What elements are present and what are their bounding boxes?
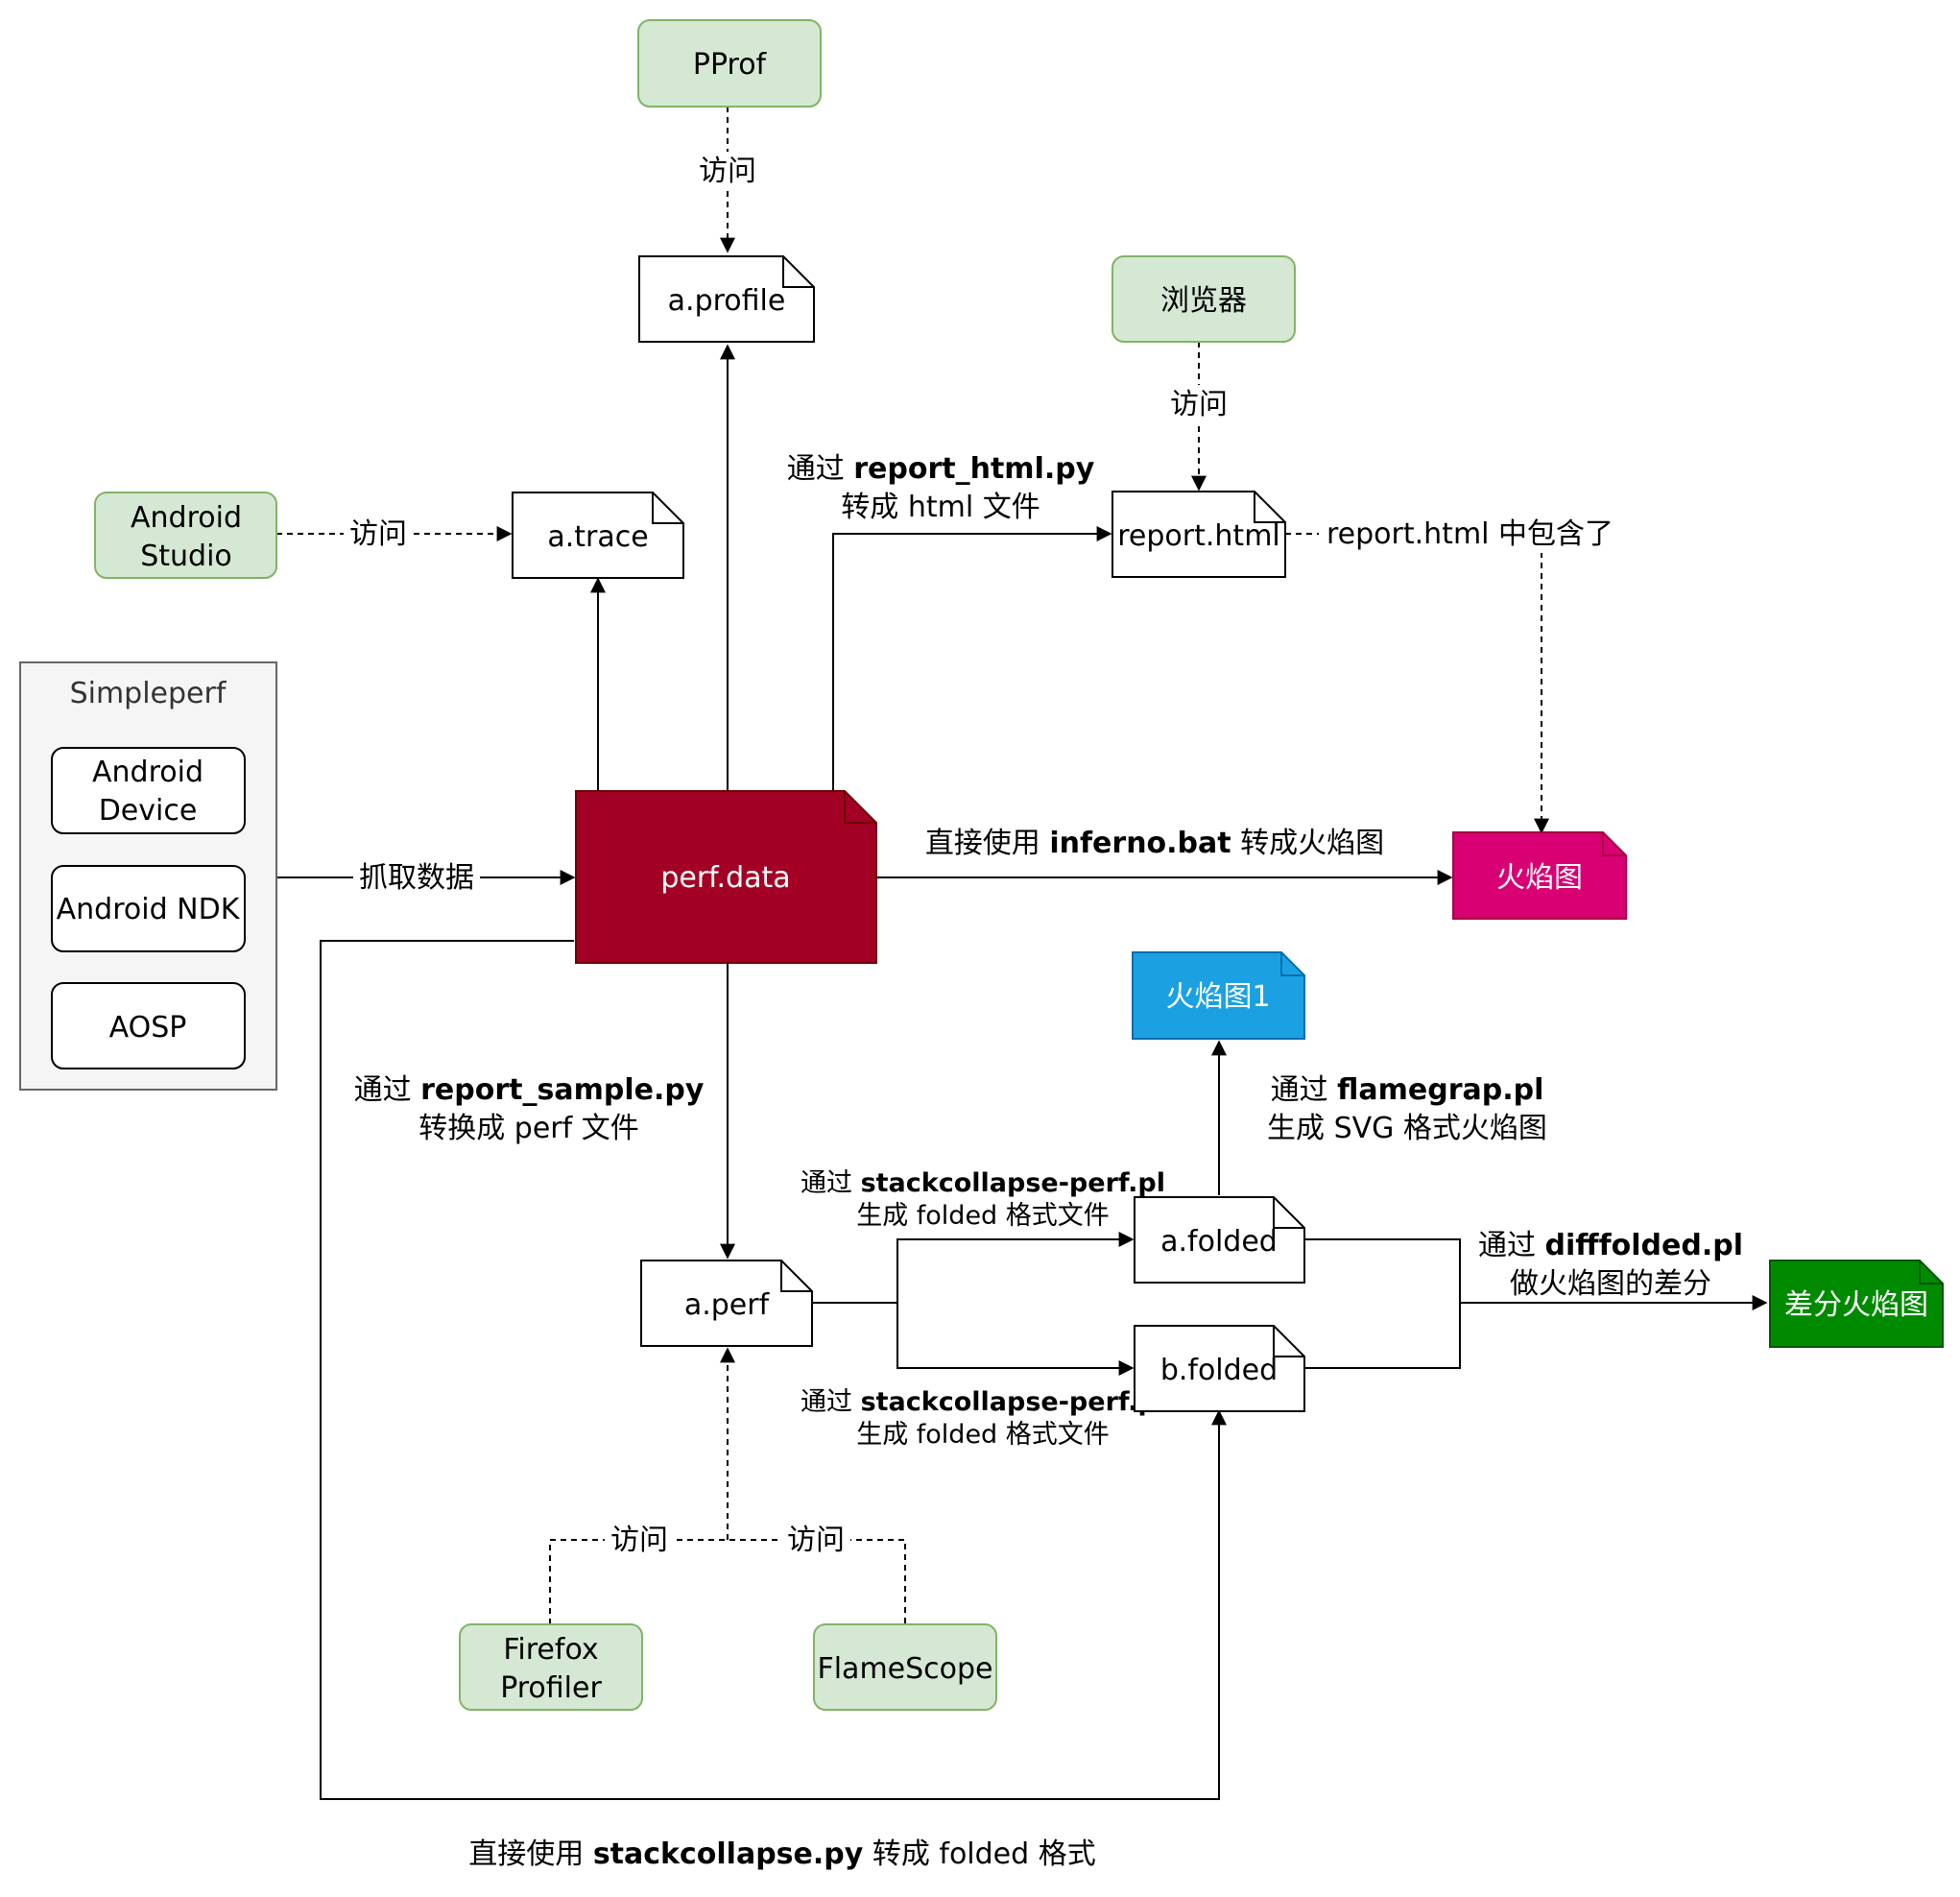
node-diff-flamegraph[interactable]: 差分火焰图 — [1769, 1260, 1944, 1348]
node-a-trace[interactable]: a.trace — [512, 492, 684, 579]
node-android-device-line1: Android — [92, 756, 203, 789]
node-a-perf[interactable]: a.perf — [640, 1260, 813, 1347]
node-android-device[interactable]: Android Device — [51, 747, 246, 834]
label-via-diff: 通过 — [1478, 1229, 1536, 1262]
edge-viewers-join — [549, 1539, 906, 1624]
edge-perfdata-to-bfolded — [320, 940, 1227, 1800]
node-pprof-label: PProf — [693, 48, 768, 82]
label-visit-pprof: 访问 — [699, 155, 756, 188]
label-capture-data: 抓取数据 — [359, 861, 474, 895]
label-visit-studio: 访问 — [349, 517, 407, 551]
node-a-folded-label: a.folded — [1160, 1225, 1278, 1259]
node-browser[interactable]: 浏览器 — [1111, 255, 1296, 343]
node-a-profile-label: a.profile — [668, 284, 786, 318]
node-aosp-label: AOSP — [109, 1011, 187, 1045]
node-firefox-line1: Firefox — [503, 1633, 598, 1667]
label-to-flamegraph: 转成火焰图 — [1240, 827, 1384, 860]
node-android-device-line2: Device — [99, 794, 198, 828]
node-flamescope[interactable]: FlameScope — [813, 1623, 997, 1711]
node-android-studio-line2: Studio — [140, 540, 232, 573]
node-perf-data[interactable]: perf.data — [575, 790, 877, 964]
label-to-html-file: 转成 html 文件 — [841, 491, 1040, 524]
label-gen-folded-b: 生成 folded 格式文件 — [856, 1420, 1110, 1450]
node-pprof[interactable]: PProf — [637, 19, 822, 108]
label-report-html-contains: report.html 中包含了 — [1327, 517, 1613, 551]
label-to-folded-format: 转成 folded 格式 — [872, 1837, 1096, 1871]
node-firefox-profiler[interactable]: Firefox Profiler — [459, 1623, 643, 1711]
label-difffolded-pl: difffolded.pl — [1545, 1229, 1743, 1262]
node-report-html-label: report.html — [1117, 519, 1280, 553]
node-android-studio-line1: Android — [131, 501, 242, 535]
node-firefox-line2: Profiler — [500, 1671, 602, 1705]
label-visit-flamescope: 访问 — [787, 1524, 845, 1557]
label-report-sample-py: report_sample.py — [420, 1073, 705, 1107]
node-flamegraph1[interactable]: 火焰图1 — [1132, 951, 1305, 1040]
label-inferno: 直接使用 inferno.bat 转成火焰图 — [925, 827, 1384, 860]
label-report-html-py: report_html.py — [853, 452, 1094, 486]
label-flamegrap-pl: flamegrap.pl — [1337, 1073, 1543, 1107]
label-report-sample-line1: 通过 report_sample.py — [354, 1073, 705, 1107]
label-direct-use-sc: 直接使用 — [468, 1837, 584, 1871]
label-stackcollapse-perf-b: stackcollapse-perf.pl — [861, 1387, 1165, 1417]
edge-report-to-flamegraph — [1285, 533, 1549, 834]
node-report-html[interactable]: report.html — [1111, 491, 1286, 578]
nodes: PProf 浏览器 Android Studio Firefox Profile… — [19, 19, 1944, 1711]
label-via-sc-b: 通过 — [801, 1387, 852, 1417]
node-android-ndk-label: Android NDK — [57, 893, 241, 926]
node-flamegraph-label: 火焰图 — [1496, 861, 1583, 895]
edges — [276, 107, 1768, 1800]
edge-aperf-to-afolded — [812, 1232, 1135, 1304]
node-perf-data-label: perf.data — [660, 861, 790, 895]
node-a-trace-label: a.trace — [547, 520, 648, 554]
label-via-flamegrap: 通过 — [1271, 1073, 1328, 1107]
node-b-folded-label: b.folded — [1160, 1354, 1278, 1387]
label-via-sc-a: 通过 — [801, 1168, 852, 1198]
label-gen-svg: 生成 SVG 格式火焰图 — [1267, 1112, 1547, 1145]
label-direct-use: 直接使用 — [925, 827, 1040, 860]
label-stackcollapse-b-line1: 通过 stackcollapse-perf.pl — [801, 1387, 1165, 1417]
label-visit-browser: 访问 — [1170, 388, 1228, 421]
node-flamegraph1-label: 火焰图1 — [1165, 980, 1270, 1014]
label-stackcollapse-py-line: 直接使用 stackcollapse.py 转成 folded 格式 — [468, 1837, 1095, 1871]
node-browser-label: 浏览器 — [1160, 284, 1247, 318]
label-inferno-bat: inferno.bat — [1049, 827, 1231, 860]
edge-folded-join — [1304, 1238, 1461, 1369]
label-flamegrap-line1: 通过 flamegrap.pl — [1271, 1073, 1544, 1107]
node-a-folded[interactable]: a.folded — [1134, 1196, 1305, 1284]
label-report-html-line1: 通过 report_html.py — [787, 452, 1095, 486]
node-android-ndk[interactable]: Android NDK — [51, 865, 246, 952]
edge-aperf-to-bfolded — [896, 1303, 1135, 1376]
label-visit-firefox: 访问 — [610, 1524, 668, 1557]
label-via: 通过 — [787, 452, 845, 486]
label-via-sample: 通过 — [354, 1073, 412, 1107]
node-flamegraph[interactable]: 火焰图 — [1452, 831, 1627, 920]
edge-labels: 访问 访问 访问 通过 report_html.py 转成 html 文件 re… — [344, 152, 1743, 1871]
label-gen-folded-a: 生成 folded 格式文件 — [856, 1201, 1110, 1231]
node-android-studio[interactable]: Android Studio — [94, 492, 277, 579]
label-stackcollapse-py: stackcollapse.py — [593, 1837, 864, 1871]
edge-perfdata-to-report — [832, 526, 1112, 791]
node-b-folded[interactable]: b.folded — [1134, 1325, 1305, 1412]
node-aosp[interactable]: AOSP — [51, 982, 246, 1069]
label-difffolded-line1: 通过 difffolded.pl — [1478, 1229, 1743, 1262]
node-a-profile[interactable]: a.profile — [638, 255, 815, 343]
label-make-diff: 做火焰图的差分 — [1510, 1267, 1711, 1301]
node-a-perf-label: a.perf — [684, 1288, 771, 1322]
label-stackcollapse-perf-a: stackcollapse-perf.pl — [861, 1168, 1165, 1198]
label-stackcollapse-a-line1: 通过 stackcollapse-perf.pl — [801, 1168, 1165, 1198]
node-diff-flamegraph-label: 差分火焰图 — [1784, 1288, 1928, 1322]
group-simpleperf-label: Simpleperf — [70, 677, 227, 710]
label-to-perf-file: 转换成 perf 文件 — [418, 1112, 638, 1145]
node-flamescope-label: FlameScope — [817, 1652, 992, 1686]
